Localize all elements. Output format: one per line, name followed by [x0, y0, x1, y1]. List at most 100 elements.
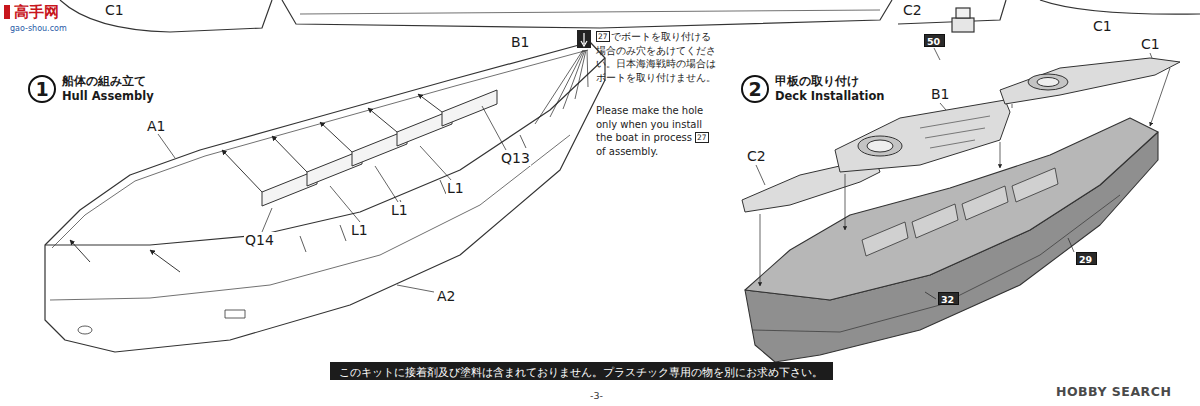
- assembly-arrows-stroke: [320, 122, 352, 152]
- note-text: Please make the hole only when you insta…: [596, 105, 703, 143]
- watermark: 高手网: [14, 3, 59, 21]
- part-label: Q14: [244, 232, 275, 248]
- watermark: gao-shou.com: [10, 24, 67, 34]
- deck-parts-stroke: [1037, 78, 1059, 87]
- assembly-arrows-stroke: [368, 108, 397, 132]
- hull-illustration-stroke: [45, 42, 605, 352]
- note-block: Please make the hole only when you insta…: [596, 104, 718, 158]
- part-label: A1: [146, 118, 166, 134]
- hole-leaders: [535, 50, 588, 124]
- part-label: C1: [1140, 36, 1161, 52]
- deck-leaders-stroke: [760, 214, 761, 286]
- deck-leaders-stroke: [1150, 53, 1152, 58]
- step-number: 2甲板の取り付けDeck Installation: [741, 74, 885, 104]
- deck-parts-stroke: [1028, 74, 1068, 90]
- part-label: L1: [350, 222, 369, 238]
- step-heading-group: 甲板の取り付けDeck Installation: [775, 74, 885, 104]
- part-label: C1: [1092, 18, 1113, 34]
- notice-text: このキットに接着剤及び塗料は含まれておりません。プラスチック専用の物を別にお求め…: [339, 366, 823, 378]
- part-label: L1: [390, 202, 409, 218]
- deck-leaders: [756, 48, 1170, 299]
- part-label: C2: [746, 148, 767, 164]
- sprue-parts-stroke: [60, 0, 272, 32]
- deck-leaders-stroke: [845, 174, 846, 230]
- assembly-arrows-stroke: [70, 240, 90, 262]
- part-label: Q13: [500, 150, 531, 166]
- painted-hull-stroke: [752, 195, 1120, 332]
- leader-lines: [158, 106, 506, 292]
- hull-illustration-stroke: [50, 135, 570, 300]
- notice-box: このキットに接着剤及び塗料は含まれておりません。プラスチック専用の物を別にお求め…: [330, 362, 833, 380]
- leader-lines-stroke: [420, 146, 452, 181]
- sprue-parts-stroke: [300, 10, 880, 14]
- sprue-parts: [60, 0, 1200, 32]
- step-number: 2: [741, 75, 769, 103]
- note-text: でボートを取り付ける場合のみ穴をあけてください。日本海海戦時の場合はボートを取り…: [596, 31, 716, 83]
- step-heading-group: 船体の組み立てHull Assembly: [62, 74, 154, 104]
- step-heading: 船体の組み立て: [62, 74, 154, 89]
- leader-lines-stroke: [330, 186, 360, 222]
- deck-parts-stroke: [835, 100, 1010, 172]
- note-text: of assembly.: [596, 146, 658, 157]
- deck-parts-stroke: [858, 136, 902, 156]
- part-label: L1: [446, 180, 465, 196]
- sprue-parts-stroke: [1040, 0, 1200, 14]
- leader-lines-stroke: [158, 134, 175, 158]
- bulkhead-parts: [262, 90, 497, 206]
- assembly-arrows-stroke: [418, 94, 442, 112]
- deck-leaders-stroke: [1068, 238, 1074, 252]
- part-label: B1: [510, 34, 531, 50]
- deck-parts-stroke: [867, 140, 893, 152]
- hull-illustration: [45, 42, 605, 352]
- callout-number: 32: [941, 294, 954, 305]
- hull-illustration-stroke: [300, 135, 526, 252]
- drill-icon-stroke: [577, 30, 591, 48]
- step-number: 1: [28, 75, 56, 103]
- step-heading: Hull Assembly: [62, 89, 154, 104]
- assembly-arrows-stroke: [272, 136, 307, 172]
- leader-lines-stroke: [482, 106, 506, 150]
- step-heading: Deck Installation: [775, 89, 885, 104]
- deck-leaders-stroke: [1150, 68, 1170, 126]
- step-reference: 27: [695, 132, 709, 143]
- sprue-parts-stroke: [956, 8, 970, 18]
- deck-leaders-stroke: [1000, 142, 1001, 168]
- step-number: 1船体の組み立てHull Assembly: [28, 74, 154, 104]
- assembly-arrows-stroke: [150, 250, 180, 272]
- deck-leaders-stroke: [934, 48, 940, 60]
- part-label: C1: [104, 2, 125, 18]
- note-block: 27でボートを取り付ける場合のみ穴をあけてください。日本海海戦時の場合はボートを…: [596, 30, 720, 84]
- drill-icon-stroke: [581, 33, 587, 46]
- hole-leaders-stroke: [587, 50, 588, 87]
- watermark-logo: [4, 5, 10, 19]
- leader-lines-stroke: [375, 166, 398, 202]
- callout-number: 50: [927, 36, 940, 47]
- color-callout: 32: [938, 292, 959, 305]
- deck-parts-stroke: [1000, 58, 1180, 104]
- hull-illustration-stroke: [52, 50, 588, 248]
- deck-leaders-stroke: [1012, 104, 1013, 108]
- sprue-parts-stroke: [282, 0, 892, 28]
- deck-parts-stroke: [920, 116, 990, 148]
- hull-illustration-stroke: [225, 310, 245, 318]
- color-callout: 29: [1076, 252, 1097, 265]
- part-label: A2: [436, 288, 456, 304]
- watermark-logo-stroke: [4, 5, 10, 19]
- deck-leaders-stroke: [925, 292, 936, 299]
- hole-leaders-stroke: [550, 50, 584, 117]
- deck-leaders-stroke: [756, 165, 765, 185]
- part-label: B1: [930, 86, 951, 102]
- step-reference: 27: [596, 31, 610, 42]
- watermark: HOBBY SEARCH: [1056, 384, 1171, 399]
- bulkhead-parts-stroke: [442, 90, 497, 126]
- deck-parts: [742, 58, 1180, 212]
- callout-number: 29: [1079, 254, 1092, 265]
- drill-icon: [577, 30, 591, 48]
- leader-lines-stroke: [397, 285, 434, 292]
- color-callout: 50: [924, 34, 945, 47]
- sprue-parts-stroke: [952, 18, 974, 32]
- leader-lines-stroke: [262, 208, 272, 232]
- step-heading: 甲板の取り付け: [775, 74, 885, 89]
- assembly-arrows: [70, 94, 442, 272]
